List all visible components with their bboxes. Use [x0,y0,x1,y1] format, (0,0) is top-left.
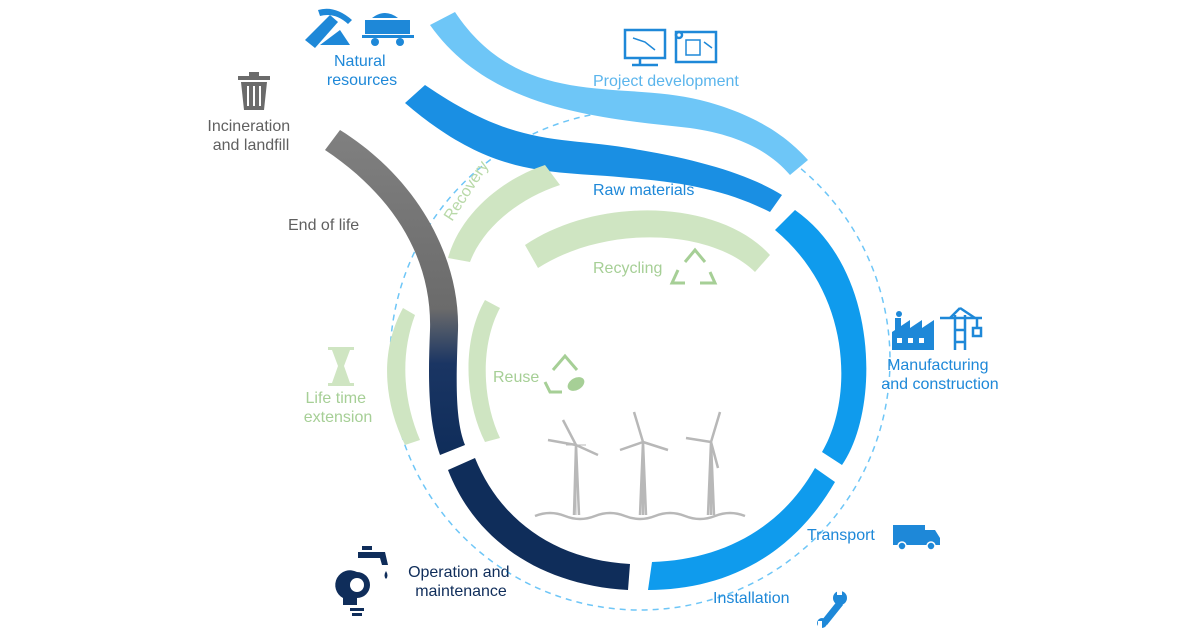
crane-icon [940,306,983,350]
operation-line2: maintenance [415,583,507,600]
operation-line1: Operation and [408,564,509,581]
faucet-icon [358,546,388,579]
transport-label: Transport [807,527,875,544]
recycling-band [525,210,770,272]
project-development-label: Project development [593,73,739,90]
operation-band [448,458,630,590]
manufacturing-band [775,210,867,465]
natural-resources-line2: resources [327,72,397,89]
wrench-icon [817,588,847,628]
life-time-extension-band [387,308,420,445]
raw-materials-band [405,85,782,212]
recycle-leaf-icon [543,353,585,394]
hourglass-icon [328,347,354,386]
incineration-line1: Incineration [207,118,290,135]
recycle-icon [669,247,718,285]
manufacturing-line2: and construction [881,376,998,393]
mine-cart-icon [362,13,414,46]
lightbulb-icon [335,570,370,616]
incineration-line2: and landfill [213,137,290,154]
reuse-label: Reuse [493,369,539,386]
reuse-band [468,300,500,442]
trash-bin-icon [238,72,270,110]
installation-band [648,468,835,590]
factory-icon [892,311,934,350]
end-of-life-band [325,130,465,455]
recycling-label: Recycling [593,260,662,277]
computer-design-icon [623,28,667,67]
life-time-extension-line2: extension [304,409,373,426]
operation-label: Operation and maintenance [408,564,514,600]
installation-label: Installation [713,590,790,607]
truck-icon [893,525,940,551]
manufacturing-label: Manufacturing and construction [881,357,998,393]
life-time-extension-label: Life time extension [304,390,373,426]
wind-turbines-icon [534,411,746,521]
end-of-life-label: End of life [288,217,359,234]
incineration-label: Incineration and landfill [207,118,294,154]
blueprint-icon [674,30,718,64]
mining-pick-icon [305,8,352,48]
life-time-extension-line1: Life time [306,390,367,407]
project-development-band [430,12,808,175]
natural-resources-label: Natural resources [327,53,397,89]
raw-materials-label: Raw materials [593,182,694,199]
manufacturing-line1: Manufacturing [887,357,988,374]
natural-resources-line1: Natural [334,53,386,70]
recovery-band [448,165,560,262]
